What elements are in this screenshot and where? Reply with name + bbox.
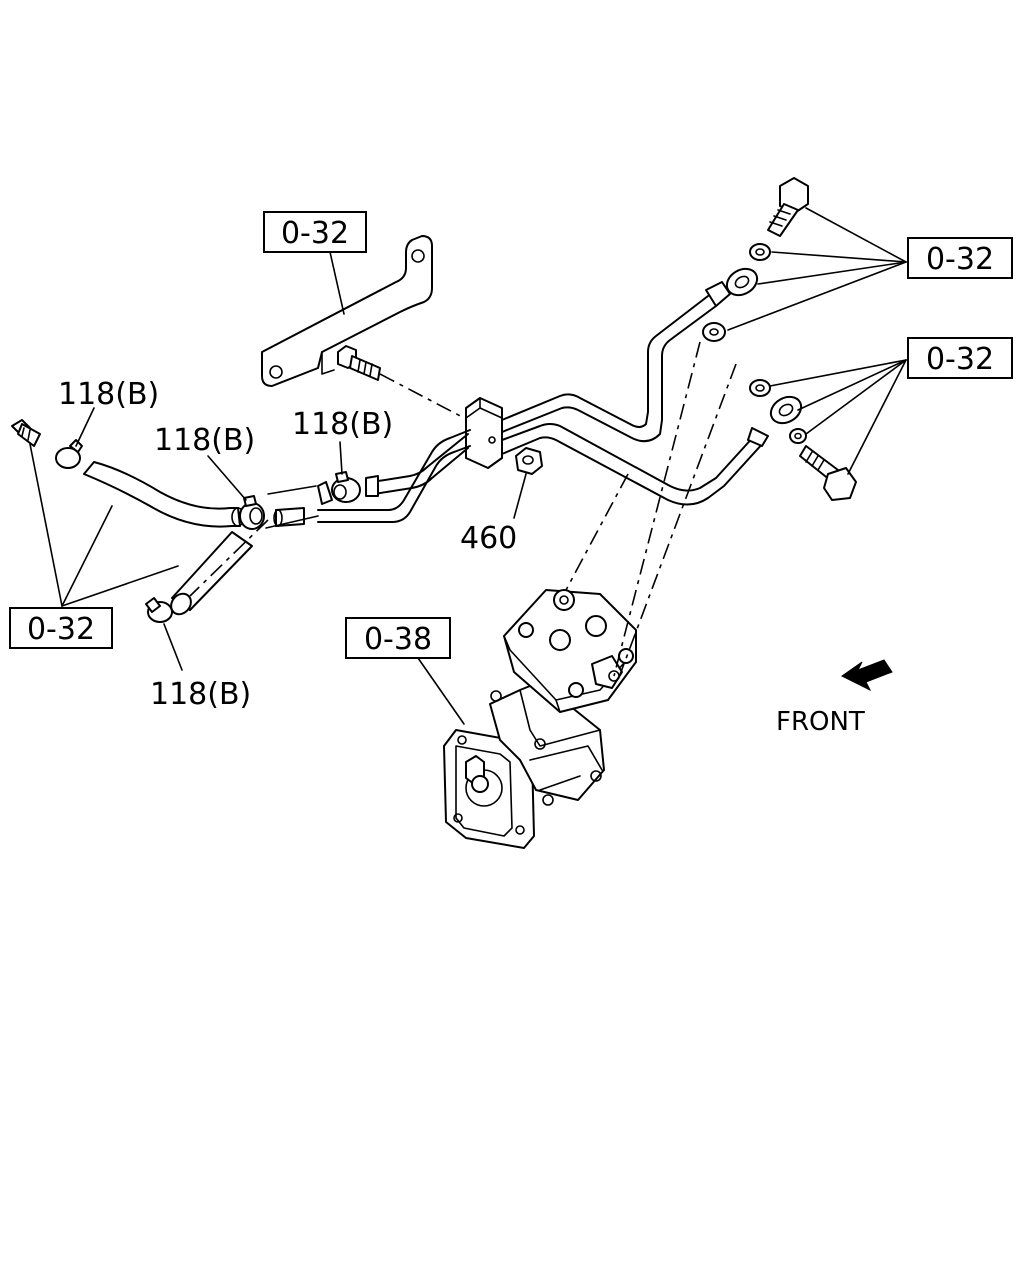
front-label: FRONT: [776, 707, 865, 737]
pipe-end-fittings: [273, 475, 379, 527]
upper-banjo-fitting: [705, 267, 759, 307]
ref-box-lower-right: [907, 337, 1013, 379]
upper-washer-bottom: [702, 322, 726, 342]
part-label-118b-bottom: 118(B): [150, 677, 251, 712]
left-lower-hose: [170, 531, 253, 616]
ref-label-compressor: 0-38: [364, 622, 432, 657]
nut-460: [515, 447, 543, 475]
bracket-bolt: [337, 345, 381, 381]
upper-banjo-bolt: [767, 177, 809, 237]
ref-label-bracket: 0-32: [281, 216, 349, 251]
part-label-460: 460: [460, 521, 517, 556]
ref-label-upper-right: 0-32: [926, 242, 994, 277]
ref-box-left: [9, 607, 113, 649]
mounting-bracket: [261, 235, 433, 387]
ref-label-left: 0-32: [27, 612, 95, 647]
lower-banjo-fitting: [747, 395, 803, 447]
hose-clamp-2: [239, 495, 265, 530]
lower-washer-top: [749, 379, 771, 397]
lower-washer-bottom: [789, 428, 807, 444]
ref-box-compressor: [345, 617, 451, 659]
pipe-clamp-block: [465, 397, 503, 469]
ref-label-lower-right: 0-32: [926, 342, 994, 377]
part-label-118b-right: 118(B): [292, 407, 393, 442]
main-pipes: [317, 295, 765, 523]
ref-box-bracket: [263, 211, 367, 253]
left-nipple-fitting: [11, 419, 41, 447]
left-upper-hose: [83, 461, 245, 528]
part-label-118b-center: 118(B): [154, 423, 255, 458]
leader-lines: [29, 207, 907, 725]
hose-clamp-3: [331, 471, 361, 503]
ref-box-upper-right: [907, 237, 1013, 279]
air-compressor: [443, 589, 637, 849]
hose-clamp-1: [55, 439, 83, 469]
hose-clamp-4: [145, 597, 173, 623]
upper-washer-top: [749, 243, 771, 261]
front-arrow-icon: [841, 659, 893, 692]
lower-banjo-bolt: [799, 445, 857, 501]
part-label-118b-left: 118(B): [58, 377, 159, 412]
